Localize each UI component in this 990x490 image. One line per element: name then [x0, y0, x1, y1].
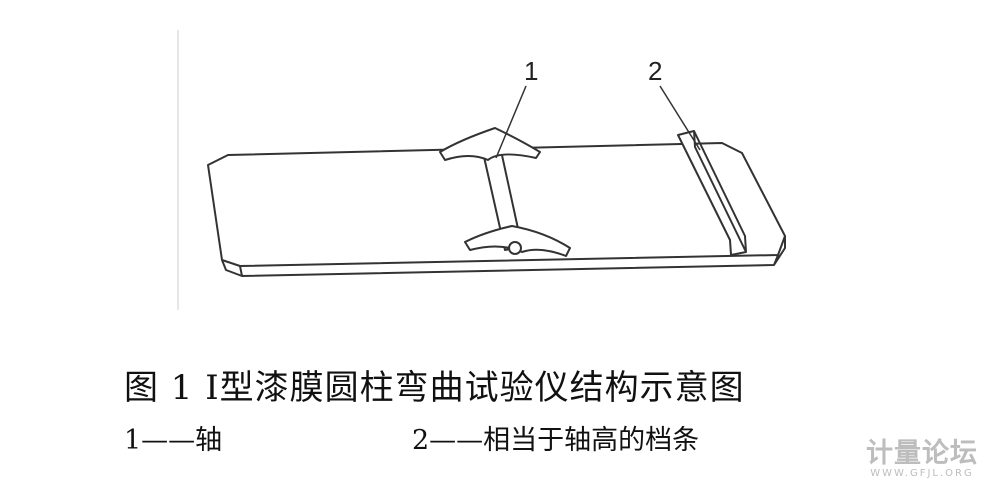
instrument-diagram: 1 2 [177, 30, 786, 310]
legend-item-1: 1——轴 [124, 425, 223, 456]
watermark-logo: 计量论坛 WWW.GFJL.ORG [866, 438, 978, 480]
saddle-bottom [464, 225, 571, 257]
board-edge [221, 236, 786, 277]
watermark-url: WWW.GFJL.ORG [870, 468, 974, 479]
pivot [508, 241, 522, 255]
label-1: 1 [524, 56, 538, 86]
legend-item-2: 2——相当于轴高的档条 [412, 425, 700, 456]
watermark-name: 计量论坛 [866, 438, 978, 469]
saddle-top [439, 127, 541, 161]
figure-caption: 图 1 Ⅰ型漆膜圆柱弯曲试验仪结构示意图 [124, 368, 745, 408]
leader-line-2 [659, 85, 701, 151]
bar-2 [677, 130, 747, 256]
leader-line-1 [495, 85, 527, 159]
label-2: 2 [648, 56, 662, 86]
